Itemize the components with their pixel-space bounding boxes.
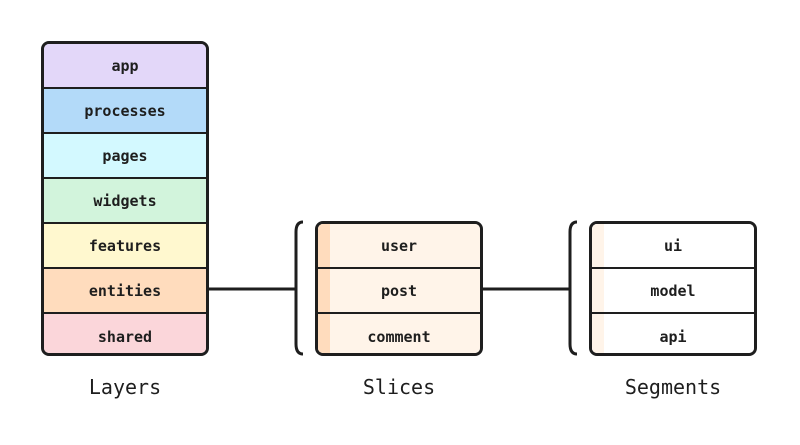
segments-stack: ui model api	[589, 221, 757, 356]
segments-column-label: Segments	[624, 375, 722, 399]
slice-label: comment	[367, 327, 431, 346]
segment-ui[interactable]: ui	[592, 224, 754, 269]
slice-label: user	[380, 236, 418, 255]
slices-column-label: Slices	[362, 375, 436, 399]
slice-strip	[318, 314, 330, 353]
segment-label: api	[659, 327, 687, 346]
segment-label: ui	[663, 236, 683, 255]
layer-label: processes	[84, 101, 166, 120]
slice-post[interactable]: post	[318, 269, 480, 314]
slice-strip	[318, 269, 330, 312]
slice-comment[interactable]: comment	[318, 314, 480, 353]
layer-features[interactable]: features	[44, 224, 206, 269]
layer-label: entities	[88, 281, 162, 300]
segment-api[interactable]: api	[592, 314, 754, 353]
segments-bracket	[568, 220, 578, 356]
slices-stack: user post comment	[315, 221, 483, 356]
layer-widgets[interactable]: widgets	[44, 179, 206, 224]
layer-entities[interactable]: entities	[44, 269, 206, 314]
layer-label: widgets	[93, 191, 157, 210]
segment-strip	[592, 314, 604, 353]
layer-label: features	[88, 236, 162, 255]
layer-label: pages	[102, 146, 148, 165]
layer-label: app	[111, 56, 139, 75]
layer-processes[interactable]: processes	[44, 89, 206, 134]
segment-model[interactable]: model	[592, 269, 754, 314]
segment-label: model	[650, 281, 696, 300]
layer-shared[interactable]: shared	[44, 314, 206, 353]
layer-app[interactable]: app	[44, 44, 206, 89]
slices-bracket	[294, 220, 304, 356]
layer-pages[interactable]: pages	[44, 134, 206, 179]
layer-label: shared	[97, 327, 153, 346]
segment-strip	[592, 269, 604, 312]
slice-user[interactable]: user	[318, 224, 480, 269]
slice-label: post	[380, 281, 418, 300]
layers-stack: app processes pages widgets features ent…	[41, 41, 209, 356]
layers-column-label: Layers	[88, 375, 162, 399]
segment-strip	[592, 224, 604, 267]
slice-strip	[318, 224, 330, 267]
